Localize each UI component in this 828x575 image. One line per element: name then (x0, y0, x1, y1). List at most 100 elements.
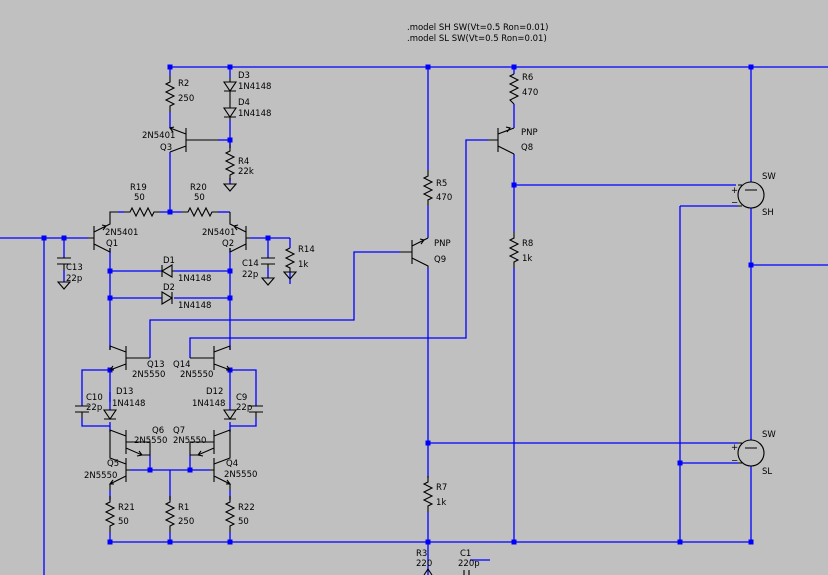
q7-value: 2N5550 (173, 436, 206, 446)
switch-sh[interactable]: + − SW SH (731, 172, 776, 218)
c14-value: 22p (242, 270, 258, 280)
r20-value: 50 (194, 193, 205, 203)
q14-ref: Q14 (173, 360, 191, 370)
r1-value: 250 (178, 517, 194, 527)
r7-ref: R7 (436, 483, 447, 493)
q4-value: 2N5550 (224, 470, 257, 480)
q13-ref: Q13 (147, 360, 165, 370)
q9-ref: Q9 (434, 255, 446, 265)
transistor-q8[interactable]: PNP Q8 (488, 126, 538, 155)
r2-ref: R2 (178, 79, 189, 89)
capacitor-c1[interactable]: C1 220p (458, 549, 480, 575)
resistor-r22[interactable]: R22 50 (225, 495, 255, 533)
capacitor-c13[interactable]: C13 22p (56, 257, 83, 290)
capacitor-c14[interactable]: C14 22p (242, 257, 276, 286)
c13-value: 22p (66, 274, 82, 284)
switch-sl[interactable]: + − SW SL (731, 430, 776, 477)
r3-value: 220 (416, 559, 432, 569)
ground-icon (222, 183, 238, 192)
resistor-r21[interactable]: R21 50 (105, 495, 135, 533)
q6-ref: Q6 (152, 426, 164, 436)
r6-value: 470 (522, 88, 538, 98)
transistor-q7[interactable]: Q7 2N5550 (173, 426, 231, 457)
q8-ref: Q8 (521, 143, 533, 153)
resistor-r8[interactable]: R8 1k (509, 231, 533, 269)
c10-ref: C10 (86, 393, 103, 403)
q6-value: 2N5550 (134, 436, 167, 446)
q1-ref: Q1 (106, 239, 118, 249)
resistor-r1[interactable]: R1 250 (165, 495, 194, 533)
svg-text:+: + (731, 443, 738, 453)
d12-ref: D12 (206, 387, 223, 397)
resistor-r5[interactable]: R5 470 (423, 169, 452, 207)
sl-ref: SL (762, 467, 772, 477)
sh-value: SW (762, 172, 776, 182)
d3-value: 1N4148 (238, 82, 271, 92)
r4-ref: R4 (238, 157, 249, 167)
q3-value: 2N5401 (142, 131, 175, 141)
diode-d3[interactable]: D3 1N4148 (222, 71, 271, 96)
diode-d1[interactable]: D1 1N4148 (160, 256, 211, 284)
r5-value: 470 (436, 193, 452, 203)
diode-d12[interactable]: D12 1N4148 (192, 387, 238, 420)
resistor-r6[interactable]: R6 470 (508, 73, 538, 105)
capacitor-c9[interactable]: C9 22p (236, 393, 263, 418)
c1-ref: C1 (460, 549, 471, 559)
q5-value: 2N5550 (84, 471, 117, 481)
resistor-r14[interactable]: R14 1k (282, 245, 315, 280)
c1-value: 220p (458, 559, 480, 569)
capacitor-c10[interactable]: C10 22p (75, 393, 103, 418)
diode-d13[interactable]: D13 1N4148 (102, 387, 145, 420)
d3-ref: D3 (238, 71, 250, 81)
resistor-r4[interactable]: R4 22k (222, 144, 254, 192)
ground-icon (260, 277, 276, 286)
wires (0, 66, 828, 575)
q3-ref: Q3 (160, 143, 172, 153)
transistor-q9[interactable]: PNP Q9 (400, 237, 451, 268)
r8-ref: R8 (522, 239, 533, 249)
transistor-q4[interactable]: Q4 2N5550 (210, 432, 257, 490)
resistor-r19[interactable]: R19 50 (123, 183, 161, 217)
q5-ref: Q5 (107, 459, 119, 469)
q14-value: 2N5550 (180, 370, 213, 380)
d13-value: 1N4148 (112, 399, 145, 409)
transistor-q14[interactable]: Q14 2N5550 (173, 345, 232, 380)
c10-value: 22p (86, 403, 102, 413)
transistor-q6[interactable]: Q6 2N5550 (109, 426, 167, 457)
transistor-q5[interactable]: Q5 2N5550 (84, 432, 130, 490)
transistor-q3[interactable]: 2N5401 Q3 (142, 126, 218, 153)
ground-icon (282, 271, 298, 280)
resistor-r7[interactable]: R7 1k (423, 475, 447, 513)
r19-ref: R19 (130, 183, 147, 193)
directive-model-sl[interactable]: .model SL SW(Vt=0.5 Ron=0.01) (407, 34, 547, 44)
sl-value: SW (762, 430, 776, 440)
q2-ref: Q2 (222, 239, 234, 249)
r4-value: 22k (238, 167, 254, 177)
c9-ref: C9 (236, 393, 247, 403)
r1-ref: R1 (178, 503, 189, 513)
resistor-r20[interactable]: R20 50 (181, 183, 219, 217)
spice-directives[interactable]: .model SH SW(Vt=0.5 Ron=0.01) .model SL … (407, 23, 548, 44)
q8-value: PNP (521, 128, 538, 138)
transistor-q1[interactable]: 2N5401 Q1 (88, 211, 138, 253)
diode-d4[interactable]: D4 1N4148 (222, 96, 271, 120)
diode-d2[interactable]: D2 1N4148 (161, 283, 211, 311)
resistor-r2[interactable]: R2 250 (165, 75, 194, 113)
directive-model-sh[interactable]: .model SH SW(Vt=0.5 Ron=0.01) (407, 23, 548, 33)
transistor-q13[interactable]: Q13 2N5550 (108, 345, 165, 380)
svg-text:−: − (731, 456, 738, 466)
c14-ref: C14 (242, 259, 259, 269)
r3-ref: R3 (416, 549, 427, 559)
d2-ref: D2 (163, 283, 175, 293)
transistor-q2[interactable]: 2N5401 Q2 (202, 212, 250, 253)
q2-value: 2N5401 (202, 228, 235, 238)
r7-value: 1k (436, 498, 446, 508)
r14-ref: R14 (298, 245, 315, 255)
r21-ref: R21 (118, 503, 135, 513)
resistor-r3[interactable]: R3 220 (416, 549, 433, 575)
sh-ref: SH (762, 208, 774, 218)
r19-value: 50 (134, 193, 145, 203)
d1-ref: D1 (163, 256, 175, 266)
